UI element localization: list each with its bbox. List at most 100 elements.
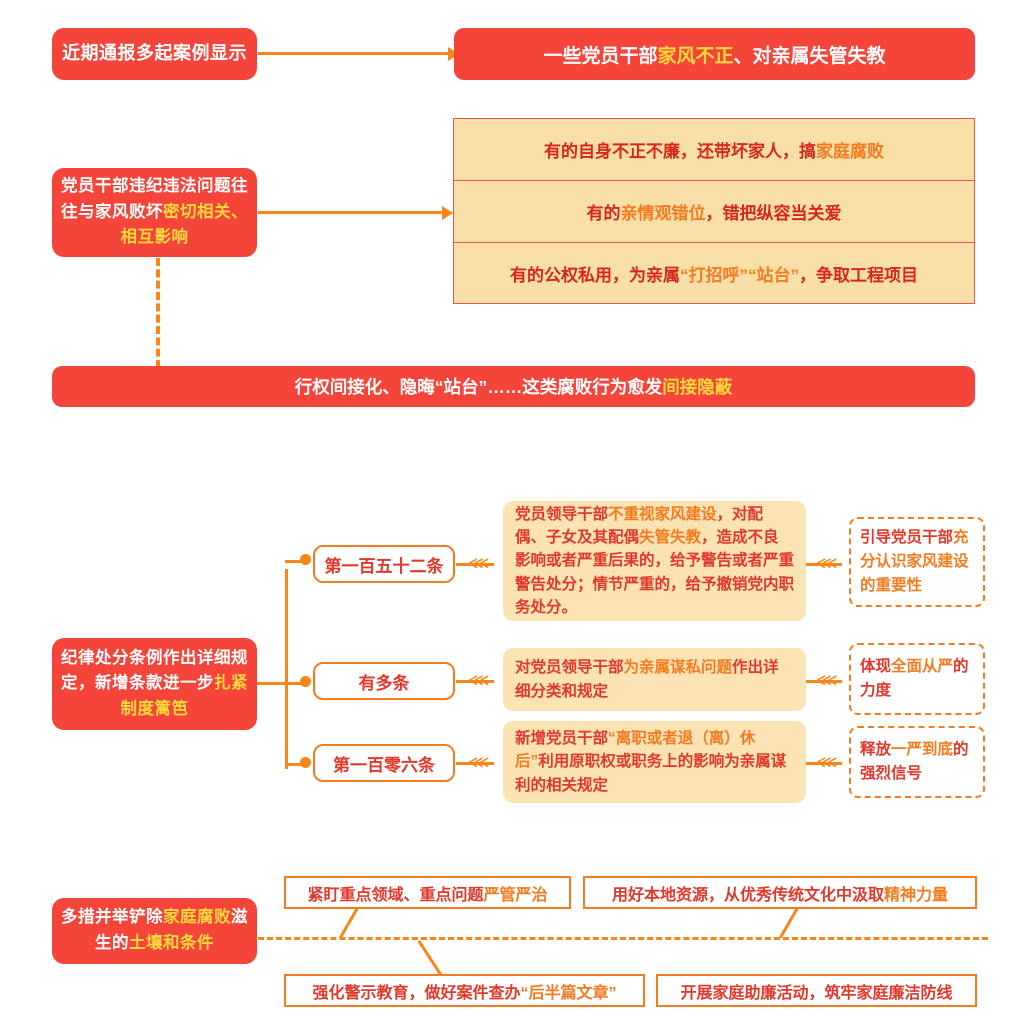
arrow-line-s1 (258, 52, 450, 55)
row-text: 有的亲情观错位，错把纵容当关爱 (587, 199, 842, 224)
section1-headline-banner: 一些党员干部家风不正、对亲属失管失教 (454, 28, 975, 80)
section1-source-label: 近期通报多起案例显示 (62, 43, 247, 64)
b0-p2: ，对配偶、子女及其配偶 (515, 505, 764, 547)
o0-h: 充分认识家风建设的重要性 (860, 528, 969, 594)
row1-plain1: 有的 (586, 204, 621, 223)
connector-line-o2 (806, 680, 842, 683)
pill-multiple-articles[interactable]: 有多条 (313, 662, 455, 700)
row-text: 有的自身不正不廉，还带坏家人，搞家庭腐败 (544, 137, 884, 162)
m3-p1: 开展家庭助廉活动，筑牢家庭廉洁防线 (680, 984, 953, 1002)
section3-left-text: 纪律处分条例作出详细规定，新增条款进一步扎紧制度篱笆 (61, 646, 248, 723)
content-text: 新增党员干部“离职或者退（离）休后”利用原职权或职务上的影响为亲属谋利的相关规定 (515, 727, 794, 797)
outcome-card-1: 引导党员干部充分认识家风建设的重要性 (849, 517, 985, 607)
b1-p1: 对党员领导干部 (515, 659, 624, 677)
chevron-left-triple-icon: ⋘ (468, 672, 489, 689)
content-card-multiple: 对党员领导干部为亲属谋私问题作出详细分类和规定 (503, 648, 806, 711)
m0-p1: 紧盯重点领域、重点问题 (307, 886, 484, 904)
outcome-card-3: 释放一严到底的强烈信号 (849, 726, 985, 798)
measure-card-1: 紧盯重点领域、重点问题严管严治 (284, 876, 571, 909)
table-row: 有的公权私用，为亲属“打招呼”“站台”，争取工程项目 (454, 243, 974, 304)
m2-p1: 强化警示教育，做好案件查办 (312, 984, 521, 1002)
content-card-article-106: 新增党员干部“离职或者退（离）休后”利用原职权或职务上的影响为亲属谋利的相关规定 (503, 721, 806, 803)
section4-left-text: 多措并举铲除家庭腐败滋生的土壤和条件 (61, 905, 248, 956)
section2-table: 有的自身不正不廉，还带坏家人，搞家庭腐败 有的亲情观错位，错把纵容当关爱 有的公… (453, 118, 975, 304)
pill-article-152[interactable]: 第一百五十二条 (313, 545, 455, 583)
chevron-left-triple-icon: ⋘ (816, 672, 837, 689)
section2-left-box: 党员干部违纪违法问题往往与家风败坏密切相关、相互影响 (52, 168, 257, 257)
outcome-card-2: 体现全面从严的力度 (849, 643, 985, 715)
s2-left-plain: 党员干部违纪违法问题往往与家风败坏 (61, 177, 248, 221)
row2-plain2: ，争取工程项目 (799, 266, 918, 285)
connector-line-b3 (456, 762, 494, 765)
b0-h2: 失管失教 (639, 529, 702, 547)
s3-left-plain: 纪律处分条例作出详细规定，新增条款进一步 (61, 648, 248, 693)
chevron-left-triple-icon: ⋘ (468, 555, 489, 572)
s2-left-highlight: 密切相关、相互影响 (120, 202, 248, 247)
pill-label: 有多条 (358, 673, 410, 693)
section2-bottom-banner: 行权间接化、隐晦“站台”……这类腐败行为愈发间接隐蔽 (52, 366, 975, 407)
fishbone-spine (258, 937, 988, 940)
measure-text: 紧盯重点领域、重点问题严管严治 (307, 881, 547, 905)
pill-article-106[interactable]: 第一百零六条 (313, 744, 455, 782)
content-text: 党员领导干部不重视家风建设，对配偶、子女及其配偶失管失教，造成不良影响或者严重后… (515, 503, 794, 619)
m0-h: 严管严治 (483, 886, 548, 904)
m2-h: “后半篇文章” (520, 984, 617, 1002)
headline-highlight: 家风不正 (657, 45, 734, 67)
pill-label: 第一百零六条 (333, 755, 435, 775)
o0-p1: 引导党员干部 (860, 528, 954, 546)
table-row: 有的亲情观错位，错把纵容当关爱 (454, 181, 974, 243)
b1-h1: 为亲属谋私问题 (623, 659, 733, 677)
s4-h2: 土壤和条件 (129, 934, 214, 952)
b2-p2: 利用原职权或职务上的影响为亲属谋利的相关规定 (515, 753, 787, 794)
arrow-right-icon-s2 (442, 206, 453, 220)
row0-plain1: 有的自身不正不廉，还带坏家人，搞 (544, 142, 816, 161)
row0-hl: 家庭腐败 (816, 142, 884, 161)
section3-left-box: 纪律处分条例作出详细规定，新增条款进一步扎紧制度篱笆 (52, 638, 257, 730)
s4-p1: 多措并举铲除 (61, 908, 163, 927)
o2-p1: 释放 (860, 740, 892, 758)
content-text: 对党员领导干部为亲属谋私问题作出详细分类和规定 (515, 656, 794, 703)
b1-p2: 作出详细分类和规定 (515, 659, 779, 700)
node-dot-icon (300, 676, 311, 687)
content-card-article-152: 党员领导干部不重视家风建设，对配偶、子女及其配偶失管失教，造成不良影响或者严重后… (503, 501, 806, 621)
measure-card-4: 开展家庭助廉活动，筑牢家庭廉洁防线 (656, 974, 977, 1007)
headline-plain-1: 一些党员干部 (543, 45, 658, 67)
node-dot-icon (300, 554, 311, 565)
bracket-connector (257, 555, 312, 770)
o1-h: 全面从严 (891, 657, 954, 675)
section2-left-text: 党员干部违纪违法问题往往与家风败坏密切相关、相互影响 (61, 174, 248, 251)
row2-hl: “打招呼”“站台” (680, 266, 799, 285)
section1-source-box: 近期通报多起案例显示 (52, 28, 257, 80)
b2-h1: “离职或者退（离）休后” (515, 730, 756, 771)
b0-p1: 党员领导干部 (515, 505, 609, 523)
table-row: 有的自身不正不廉，还带坏家人，搞家庭腐败 (454, 119, 974, 181)
s4-h1: 家庭腐败 (163, 908, 231, 927)
row1-hl: 亲情观错位 (620, 204, 706, 223)
m1-h: 精神力量 (884, 886, 949, 904)
connector-line-b1 (456, 563, 494, 566)
arrow-right-icon-s1 (448, 47, 459, 61)
section2-banner-text: 行权间接化、隐晦“站台”……这类腐败行为愈发间接隐蔽 (295, 374, 733, 399)
measure-text: 开展家庭助廉活动，筑牢家庭廉洁防线 (680, 979, 952, 1003)
b0-p3: ，造成不良影响或者严重后果的，给予警告或者严重警告处分；情节严重的，给予撤销党内… (515, 529, 795, 616)
chevron-left-triple-icon: ⋘ (468, 754, 489, 771)
o1-p1: 体现 (860, 657, 892, 675)
pill-label: 第一百五十二条 (324, 556, 444, 576)
s2-banner-hl: 间接隐蔽 (662, 377, 733, 397)
b0-h1: 不重视家风建设 (608, 505, 717, 523)
s3-left-hl: 扎紧制度篱笆 (120, 674, 248, 718)
s4-p2: 滋生的 (95, 908, 248, 952)
outcome-text: 释放一严到底的强烈信号 (860, 738, 974, 786)
s2-banner-plain: 行权间接化、隐晦“站台”……这类腐败行为愈发 (294, 377, 663, 397)
b2-p1: 新增党员干部 (515, 730, 609, 748)
connector-line-b2 (456, 680, 494, 683)
section4-left-box: 多措并举铲除家庭腐败滋生的土壤和条件 (52, 898, 257, 964)
chevron-left-triple-icon: ⋘ (816, 555, 837, 572)
measure-text: 用好本地资源，从优秀传统文化中汲取精神力量 (612, 881, 948, 905)
node-dot-icon (300, 757, 311, 768)
row2-plain1: 有的公权私用，为亲属 (510, 266, 680, 285)
headline-plain-2: 、对亲属失管失教 (733, 45, 886, 67)
m1-p1: 用好本地资源，从优秀传统文化中汲取 (611, 886, 884, 904)
row1-plain2: ，错把纵容当关爱 (705, 204, 842, 223)
